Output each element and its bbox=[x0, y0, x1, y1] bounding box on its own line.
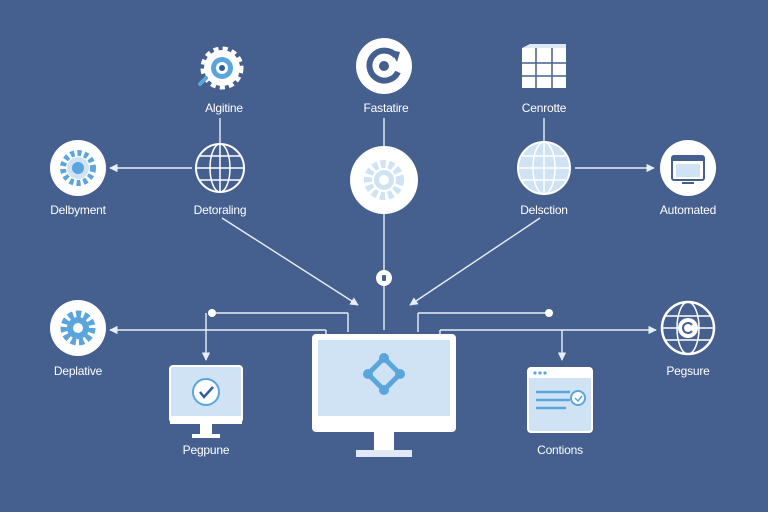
cube-grid-icon bbox=[522, 44, 566, 88]
node-label-algitine: Algitine bbox=[205, 101, 243, 115]
node-label-deloyment: Delbyment bbox=[50, 203, 106, 217]
junction-dot bbox=[545, 309, 553, 317]
globe-icon bbox=[660, 300, 716, 356]
gear-eye-icon bbox=[198, 46, 244, 90]
node-label-cenrotte: Cenrotte bbox=[521, 101, 567, 115]
node-label-detoraling: Detoraling bbox=[193, 203, 247, 217]
refresh-icon bbox=[356, 38, 412, 94]
lock-node bbox=[376, 270, 392, 286]
node-label-pegsure: Pegsure bbox=[666, 364, 710, 378]
gear-icon bbox=[350, 146, 418, 214]
connectors bbox=[109, 118, 657, 361]
document-panel-icon bbox=[527, 367, 593, 433]
junction-dot bbox=[208, 309, 216, 317]
checkmark-monitor-icon bbox=[169, 365, 243, 438]
browser-window-icon bbox=[660, 140, 716, 196]
network-monitor-icon bbox=[312, 334, 456, 457]
node-label-pegpune: Pegpune bbox=[182, 443, 230, 457]
globe-icon bbox=[195, 143, 245, 193]
globe-icon bbox=[517, 141, 571, 195]
node-label-fastatire: Fastatire bbox=[363, 101, 409, 115]
gear-icon bbox=[50, 300, 106, 356]
gear-icon bbox=[50, 140, 106, 196]
node-label-deplative: Deplative bbox=[53, 364, 103, 378]
node-label-deletion: Delsction bbox=[520, 203, 568, 217]
node-label-automated: Automated bbox=[659, 203, 717, 217]
node-label-contions: Contions bbox=[537, 443, 583, 457]
